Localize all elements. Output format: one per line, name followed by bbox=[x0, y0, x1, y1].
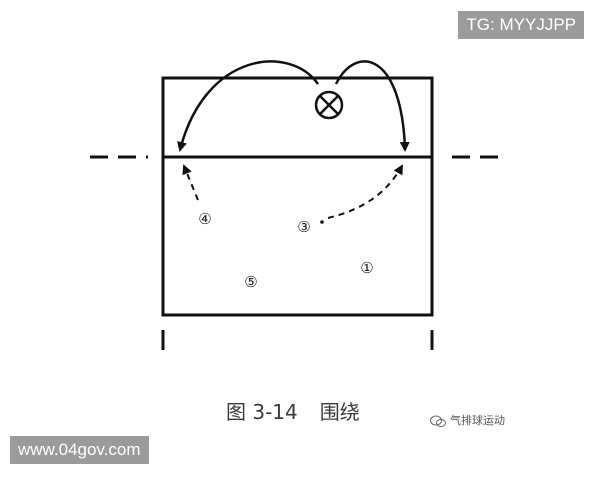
curved-arrow-right bbox=[334, 60, 410, 152]
wechat-icon bbox=[430, 415, 446, 427]
curved-arrow-left bbox=[177, 60, 320, 152]
figure-title: 围绕 bbox=[319, 400, 360, 424]
dashed-arrow-3-to-net bbox=[327, 164, 403, 219]
figure-caption: 图 3-14 围绕 bbox=[226, 396, 382, 425]
wechat-account-name: 气排球运动 bbox=[450, 414, 505, 427]
player-1-label: ① bbox=[360, 259, 373, 277]
site-watermark-badge: www.04gov.com bbox=[10, 436, 149, 464]
player-5-label: ⑤ bbox=[244, 273, 257, 291]
movement-start-dot bbox=[320, 220, 324, 224]
dashed-arrow-4-to-net bbox=[182, 164, 199, 201]
player-3-label: ③ bbox=[297, 218, 310, 236]
wechat-watermark: 气排球运动 bbox=[430, 412, 505, 428]
figure-number: 图 3-14 bbox=[226, 400, 298, 424]
ball-symbol-icon bbox=[314, 90, 344, 120]
court-outline bbox=[161, 76, 434, 317]
player-4-label: ④ bbox=[198, 210, 211, 228]
telegram-watermark-badge: TG: MYYJJPP bbox=[458, 11, 584, 39]
